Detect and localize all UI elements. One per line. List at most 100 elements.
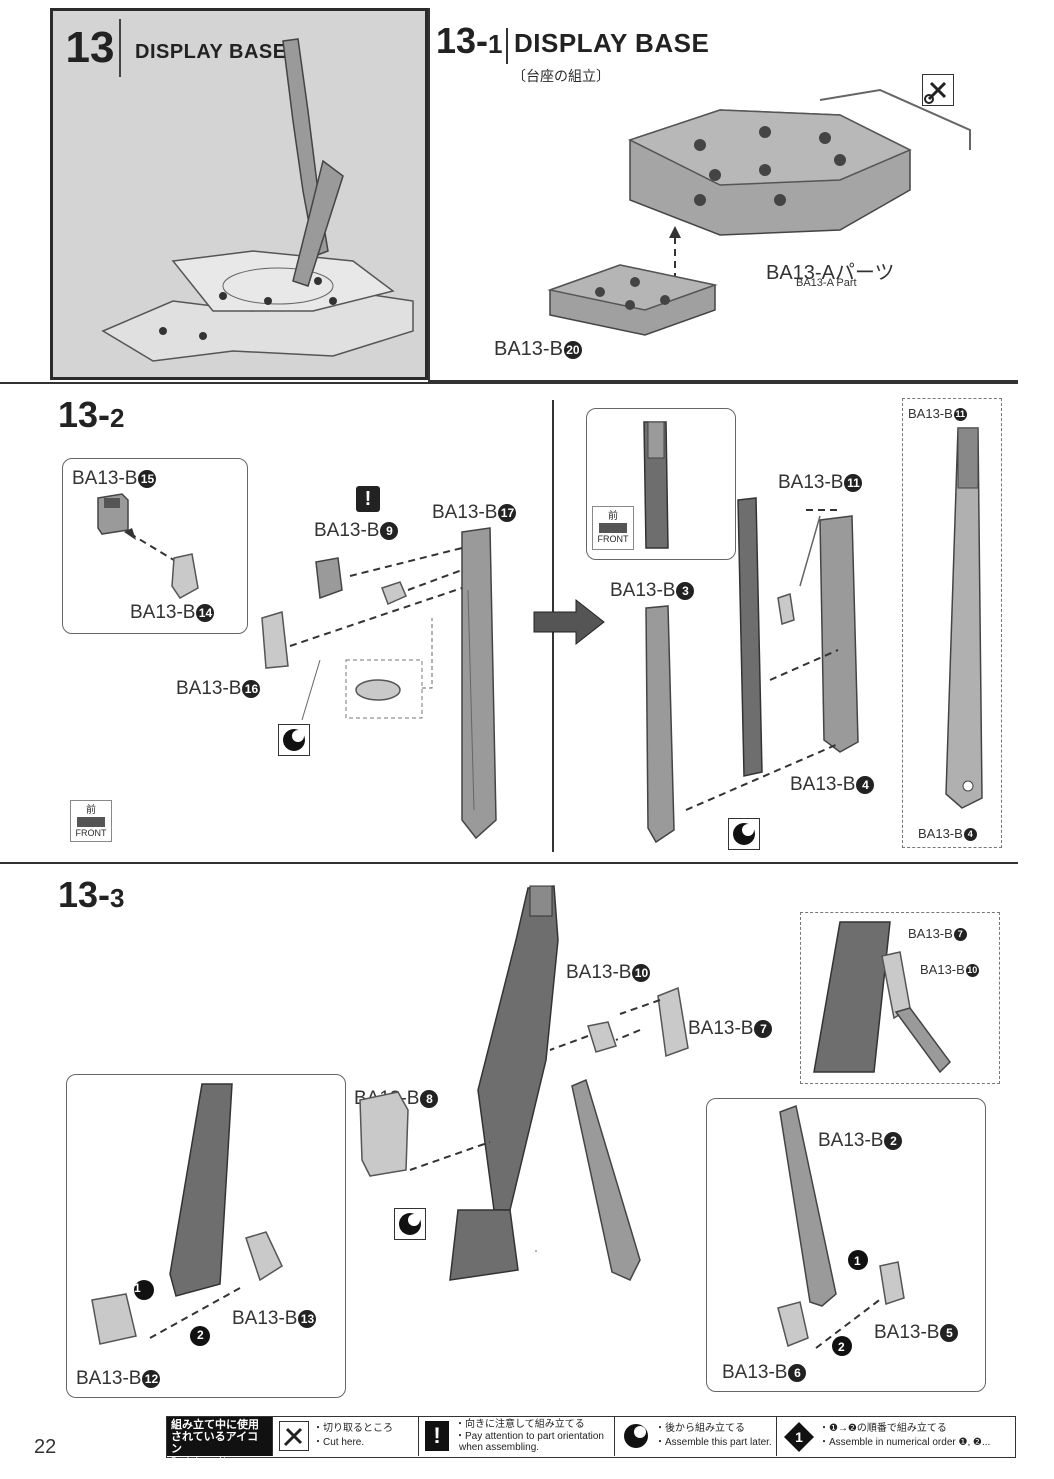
part-prefix: BA13-B [494,338,563,360]
legend-order: 1 ・❶→❷の順番で組み立てる ・Assemble in numerical o… [777,1417,1014,1456]
cut-icon [279,1421,309,1451]
part-number: 17 [498,504,517,522]
assemble-later-icon [278,724,310,756]
legend-later-en: ・Assemble this part later. [655,1437,772,1448]
step-13-3-number: 13-3 [58,874,125,916]
part-prefix: BA13-B [818,1130,884,1151]
part-prefix: BA13-B [778,472,844,493]
legend-title-ja-2: されているアイコン [171,1431,259,1455]
order-2-icon: 2 [197,1328,204,1342]
sub-assembly-inset-b15-b14 [62,458,248,634]
part-prefix: BA13-B [920,962,965,977]
step-13-3-main: 13- [58,874,111,915]
part-prefix: BA13-B [176,678,242,699]
front-detail-inset [586,408,736,560]
legend-title-en: Symbols used in instructions [171,1456,230,1477]
step-13-1-title: DISPLAY BASE [514,28,710,58]
legend-title-ja-1: 組み立て中に使用 [171,1419,259,1431]
transition-arrow-icon [533,598,605,646]
part-number: 10 [632,964,651,982]
part-number: 3 [676,582,695,600]
part-number: 11 [844,474,863,492]
part-prefix: BA13-B [76,1368,142,1389]
part-prefix: BA13-B [722,1362,788,1383]
completed-leg-illustration [945,427,983,809]
part-prefix: BA13-B [874,1322,940,1343]
part-number: 15 [138,470,157,488]
warning-icon: ! [425,1421,449,1451]
strut-detail-illustration [777,1104,905,1356]
part-number: 13 [298,1310,317,1328]
assemble-later-icon-3 [394,1208,426,1240]
part-prefix: BA13-B [314,520,380,541]
cut-icon [922,74,954,106]
step-13-1-main: 13- [436,20,489,61]
part-prefix: BA13-B [908,926,953,941]
order-2-icon-2: 2 [838,1340,845,1354]
page-number: 22 [34,1436,57,1458]
part-prefix: BA13-B [790,774,856,795]
warning-icon: ! [356,486,380,512]
legend-order-en: ・Assemble in numerical order ❶, ❷... [819,1437,991,1448]
step-13-1-sub: 1 [488,29,503,59]
numbered-order-icon: 1 [784,1422,814,1452]
part-a-label: BA13-Aパーツ [766,262,895,284]
strut-detail-inset [706,1098,986,1392]
step-13-2-number: 13-2 [58,394,125,436]
leg-detail-illustration [91,1083,283,1346]
part-number: 16 [242,680,261,698]
step-number: 13 [61,19,121,77]
part-number: 8 [420,1090,439,1108]
base-assembly-illustration [547,88,971,336]
step-13-2-left-illustration [261,527,497,840]
part-number: 7 [953,928,967,941]
front-ja: 前 [608,511,618,522]
part-number: 4 [963,828,977,841]
front-detail-illustration [643,421,669,549]
step-13-3-sub: 3 [110,883,125,913]
part-prefix: BA13-B [908,406,953,421]
legend-later: ・後から組み立てる ・Assemble this part later. [615,1417,777,1456]
part-number: 9 [380,522,399,540]
step-title: DISPLAY BASE [135,41,287,63]
step-13-overview-panel: 13 DISPLAY BASE [50,8,428,380]
legend-cut-en: ・Cut here. [313,1437,365,1448]
front-en: FRONT [597,534,629,544]
legend-orient-ja: ・向きに注意して組み立てる [455,1419,585,1430]
step-13-1-number: 13-1 [436,20,503,62]
part-prefix: BA13-B [610,580,676,601]
assemble-later-icon [624,1424,648,1448]
part-number: 2 [884,1132,903,1150]
legend-cut-ja: ・切り取るところ [313,1423,393,1434]
part-a-label-en: BA13-A Part [796,277,857,289]
legend-orient-en-1: ・Pay attention to part orientation [455,1431,604,1442]
svg-text:1: 1 [795,1429,803,1445]
part-number: 11 [953,408,967,421]
legend-title: 組み立て中に使用 されているアイコン Symbols used in instr… [167,1417,273,1477]
b15-b14-illustration [97,493,199,599]
part-number: 6 [788,1364,807,1382]
part-number: 4 [856,776,875,794]
legend-orient-en-2: when assembling. [459,1442,540,1453]
order-1-icon-2: 1 [854,1254,861,1268]
part-number: 14 [196,604,215,622]
step-13-3-main-illustration [359,885,689,1281]
joint-detail-illustration [813,921,951,1074]
part-number: 5 [940,1324,959,1342]
front-orientation-icon: 前 FRONT [70,800,112,842]
part-prefix: BA13-B [432,502,498,523]
